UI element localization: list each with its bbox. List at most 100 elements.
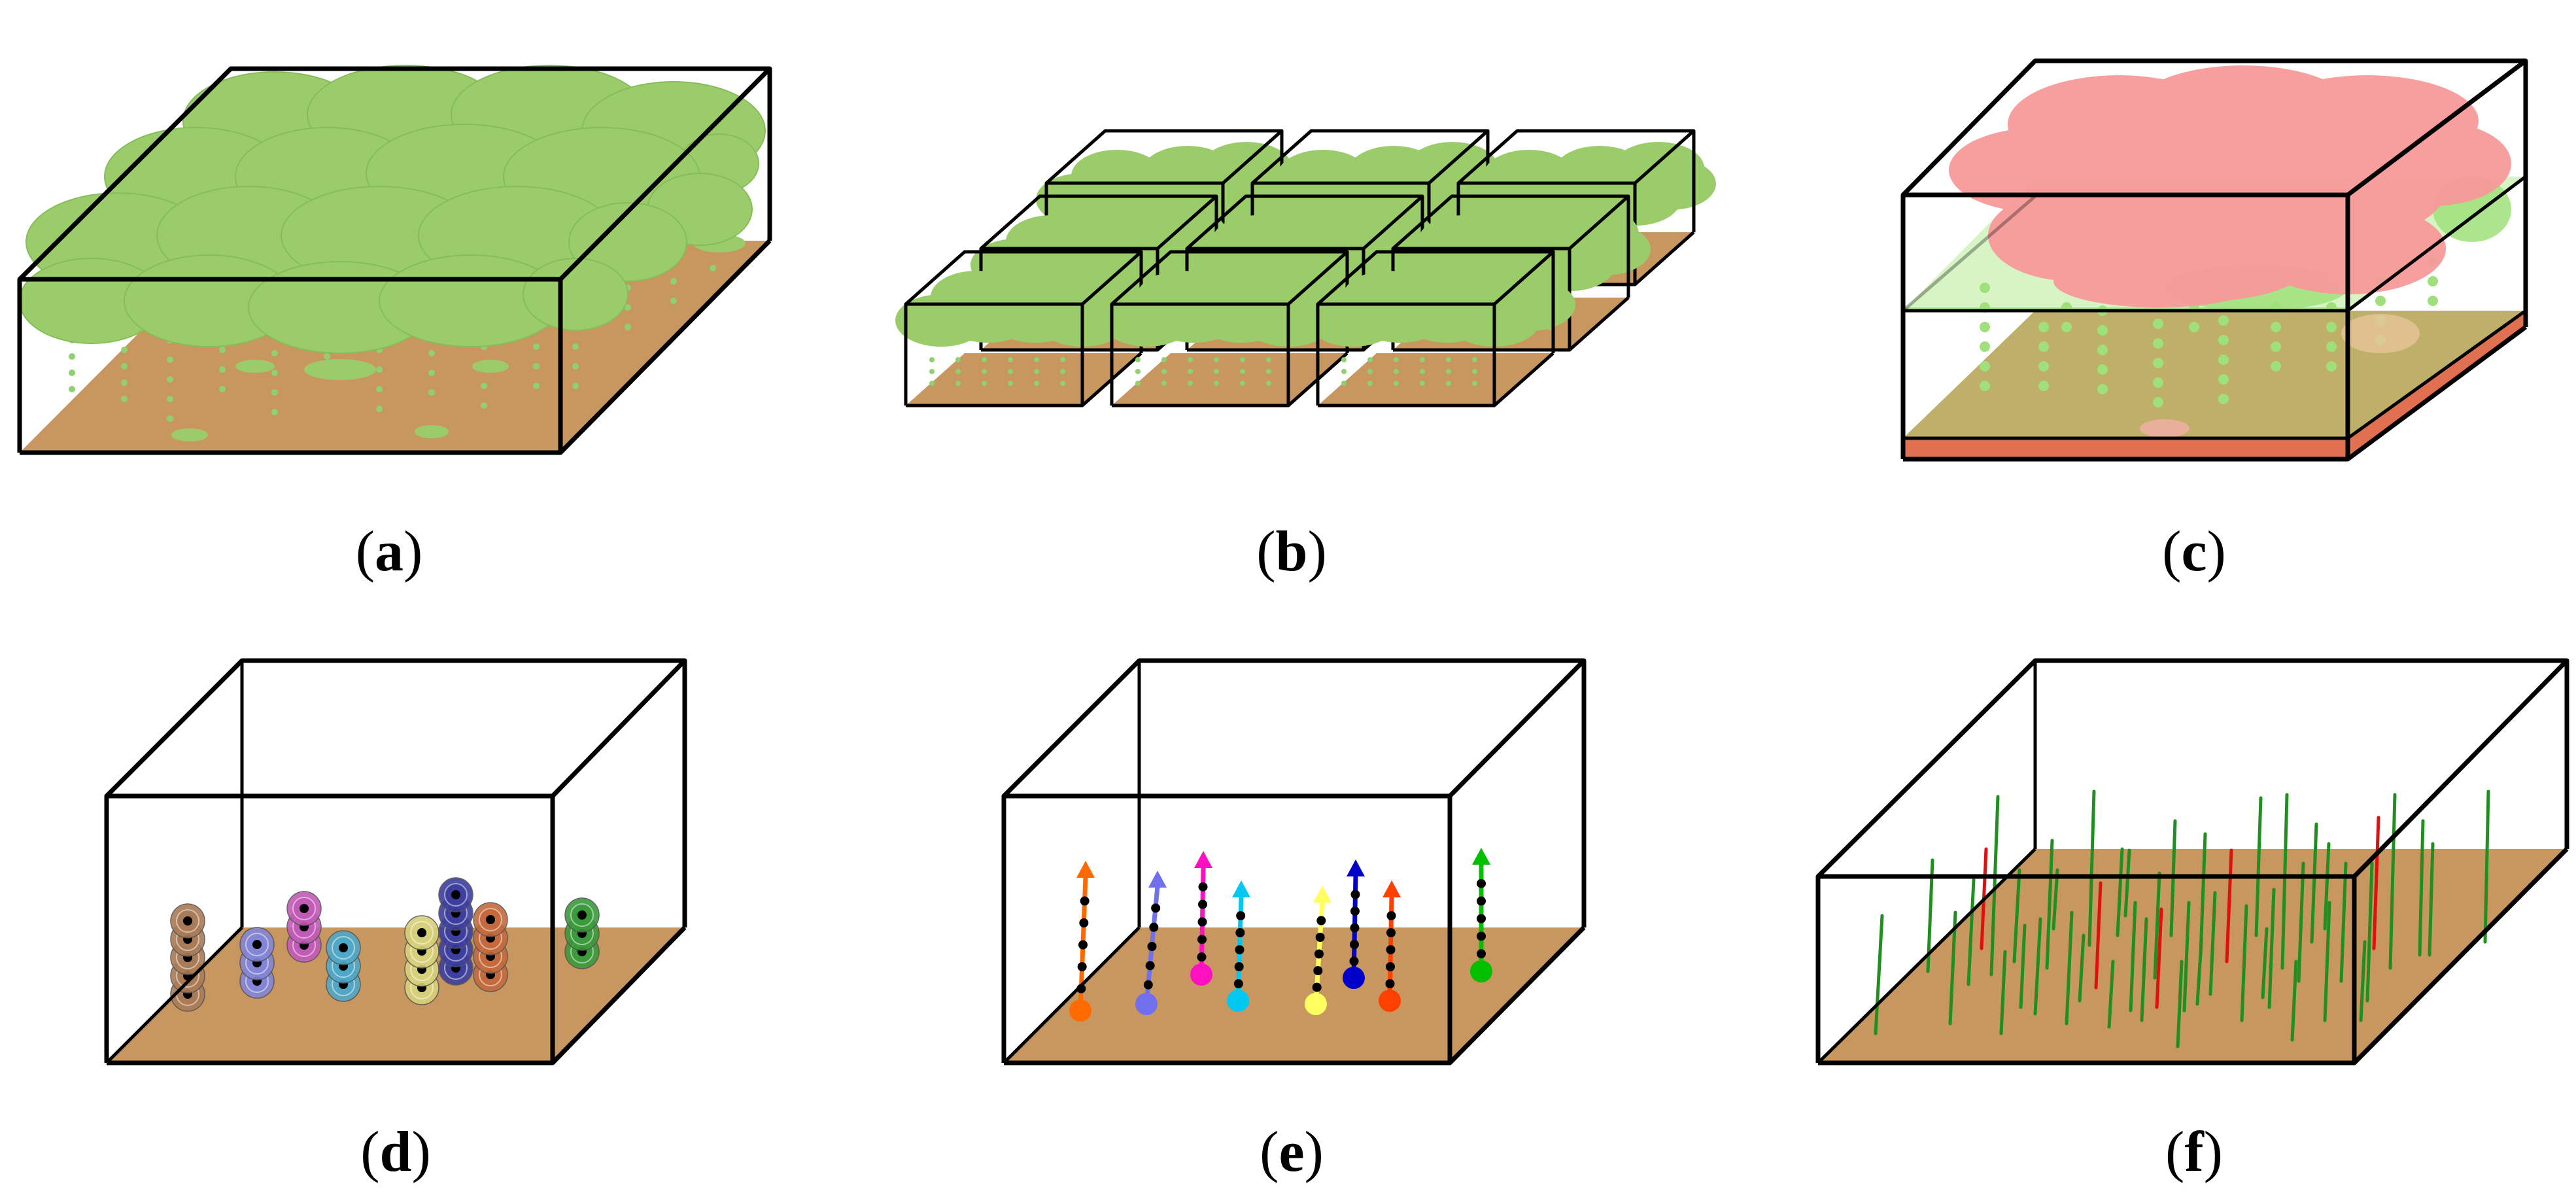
panel-d-box-edges bbox=[104, 658, 687, 1065]
panel-b-box-canopy-blob bbox=[1071, 150, 1163, 202]
panel-e-trajectory-arrowhead bbox=[1194, 851, 1212, 868]
panel-b-box-dot bbox=[1034, 381, 1039, 386]
panel-a-ground-puddles bbox=[171, 234, 746, 442]
panel-e-trajectory-dot bbox=[1385, 979, 1395, 988]
panel-f-stem bbox=[2087, 789, 2096, 947]
panel-b-box-canopy-blob bbox=[1483, 150, 1575, 202]
panel-e-trajectory-dot bbox=[1080, 896, 1090, 906]
panel-e-trajectory-dot bbox=[1234, 962, 1244, 971]
panel-f-stem bbox=[1966, 878, 1976, 986]
panel-e-trajectory-dot bbox=[1386, 928, 1396, 937]
panel-b-box-dot bbox=[1214, 357, 1219, 362]
panel-b-box-dot bbox=[982, 381, 987, 386]
panel-d-cohorts bbox=[170, 877, 600, 1012]
panel-e-box-edges bbox=[1001, 658, 1587, 1065]
panel-e-trajectory-dot bbox=[1078, 940, 1088, 950]
panel-e-trajectory bbox=[1069, 861, 1095, 1022]
panel-e-trajectory-dot bbox=[1236, 911, 1246, 920]
panel-e-trajectory-start bbox=[1135, 993, 1158, 1015]
panel-e-trajectory-arrowhead bbox=[1076, 861, 1095, 878]
panel-e-trajectory-dot bbox=[1314, 949, 1324, 959]
panel-e-trajectory-dot bbox=[1350, 890, 1360, 899]
panel-e-trajectory-dot bbox=[1386, 911, 1396, 920]
panel-e-trajectory-dot bbox=[1316, 916, 1326, 926]
panel-e-trajectory-dot bbox=[1312, 982, 1322, 992]
panel-d-cohort bbox=[438, 877, 473, 986]
panel-f-stem bbox=[2078, 933, 2086, 1003]
panel-f-stem bbox=[2388, 793, 2397, 970]
panel-b-box-edge bbox=[1081, 251, 1142, 305]
panel-e-trajectory-dot bbox=[1151, 903, 1161, 913]
panel-b-box-edge bbox=[1634, 130, 1695, 184]
panel-e-diagram bbox=[1001, 658, 1587, 1065]
panel-e-trajectory bbox=[1190, 851, 1212, 986]
panel-b-box-canopy-blob bbox=[1006, 215, 1097, 268]
panel-f-stem bbox=[2199, 832, 2207, 957]
panel-f-diagram bbox=[1815, 658, 2569, 1065]
panel-e-trajectory-dot bbox=[1349, 956, 1359, 966]
panel-d-cohort bbox=[286, 891, 322, 963]
panel-e-trajectory-dot bbox=[1477, 878, 1486, 888]
panel-f-stem bbox=[2107, 960, 2115, 1029]
panel-c-box-edges bbox=[1900, 58, 2528, 462]
panel-d-cohort bbox=[326, 930, 361, 1002]
panel-b-box-dot bbox=[1240, 381, 1245, 386]
panel-label-c: (c) bbox=[2162, 520, 2226, 583]
panel-f-stem bbox=[2261, 927, 2269, 999]
panel-b-box-canopy-blob bbox=[1137, 271, 1228, 323]
panel-e-trajectory-dot bbox=[1197, 917, 1207, 927]
panel-b-box-dot bbox=[1394, 357, 1399, 362]
panel-b-box-soil bbox=[906, 353, 1141, 406]
panel-e-trajectory-dot bbox=[1315, 933, 1325, 942]
panel-e-trajectory-dot bbox=[1477, 949, 1486, 959]
panel-e-trajectory-dot bbox=[1350, 907, 1360, 916]
panel-b-box-dot bbox=[929, 357, 935, 362]
panel-b-box-dot bbox=[929, 381, 935, 386]
panel-d-cohort bbox=[170, 903, 205, 1012]
panel-label-d: (d) bbox=[360, 1120, 431, 1184]
panel-b-box-edge bbox=[1428, 130, 1489, 184]
panel-e-trajectory-arrowhead bbox=[1382, 880, 1401, 897]
panel-e-trajectory bbox=[1135, 871, 1167, 1015]
panel-e-trajectory-arrowhead bbox=[1313, 886, 1331, 903]
panel-d-cohort-dot bbox=[339, 943, 348, 952]
panel-d-cohort-dot bbox=[300, 904, 309, 913]
panel-f-stem bbox=[2129, 901, 2137, 1013]
panel-f-stem bbox=[2428, 842, 2435, 957]
panel-b-box-dot bbox=[955, 381, 961, 386]
panel-f-stem bbox=[2254, 796, 2263, 937]
panel-e-trajectory-dot bbox=[1313, 966, 1323, 975]
panel-f-stem bbox=[2033, 917, 2042, 1016]
panel-b-box-dot bbox=[955, 369, 961, 374]
panel-d-cohort bbox=[404, 915, 439, 1005]
panel-f-stem bbox=[2418, 819, 2425, 957]
panel-f-stem bbox=[1948, 910, 1957, 1026]
panel-f-stem bbox=[2365, 861, 2374, 1003]
panel-e-trajectory-dot bbox=[1143, 980, 1153, 990]
panel-b-box-dot bbox=[1214, 369, 1219, 374]
panel-e-soil bbox=[1004, 927, 1584, 1063]
panel-a-box-edges bbox=[17, 66, 772, 455]
panel-b-box-canopy-blob bbox=[1418, 215, 1509, 268]
panel-e-trajectory-start bbox=[1069, 999, 1091, 1022]
panel-c-soil-red bbox=[1903, 311, 2526, 459]
panel-b-box-dot bbox=[1188, 369, 1193, 374]
panel-b-box-canopy-blob bbox=[1547, 207, 1639, 260]
panel-b-box-dot bbox=[1446, 369, 1451, 374]
panel-b-box-dot bbox=[1266, 381, 1271, 386]
panel-b-box-edge bbox=[1287, 251, 1348, 305]
panel-e-trajectory-dot bbox=[1197, 952, 1207, 962]
panel-b-box-dot bbox=[1161, 369, 1167, 374]
panel-b-diagram bbox=[895, 129, 1716, 407]
panel-e-trajectory-dot bbox=[1077, 962, 1087, 971]
panel-d-cohort bbox=[239, 927, 275, 999]
panel-b-box-dot bbox=[1446, 381, 1451, 386]
panel-b-box-dot bbox=[1060, 369, 1065, 374]
panel-b-box-dot bbox=[1008, 369, 1013, 374]
panel-d-cohort bbox=[473, 902, 508, 992]
panel-d-diagram bbox=[104, 658, 687, 1065]
panel-f-stem bbox=[1999, 950, 2007, 1035]
panel-e-trajectory-dot bbox=[1235, 945, 1245, 954]
panel-f-stem bbox=[2280, 793, 2289, 970]
